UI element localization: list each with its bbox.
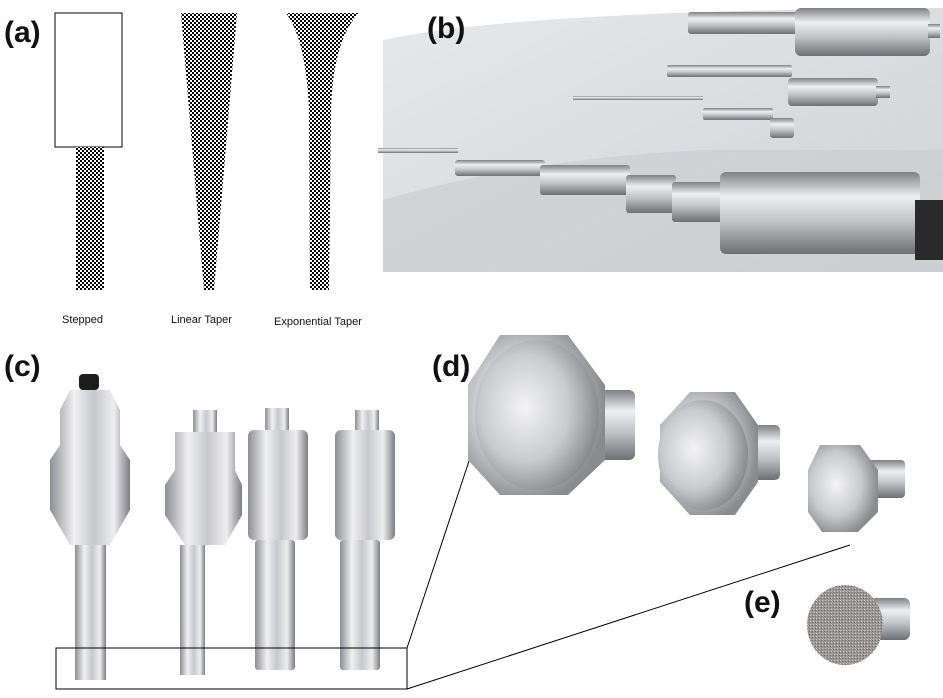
caption-linear-taper: Linear Taper <box>171 314 232 326</box>
panel-label-e: (e) <box>744 586 781 619</box>
horns-photo-c <box>50 374 395 680</box>
panel-label-d: (d) <box>432 350 471 383</box>
panel-label-b: (b) <box>427 12 466 45</box>
panel-label-a: (a) <box>4 16 41 49</box>
stepped-horn-diagram <box>54 12 123 290</box>
caption-exponential-taper: Exponential Taper <box>274 316 362 328</box>
tip-caps-photo-d <box>468 335 905 532</box>
caption-stepped: Stepped <box>62 314 103 326</box>
panel-label-c: (c) <box>4 350 41 383</box>
horns-photo-b <box>378 8 943 272</box>
exponential-taper-horn-diagram <box>286 13 359 290</box>
linear-taper-horn-diagram <box>181 13 237 290</box>
porous-tip-photo-e <box>807 585 910 665</box>
zoom-indicator <box>55 451 851 690</box>
